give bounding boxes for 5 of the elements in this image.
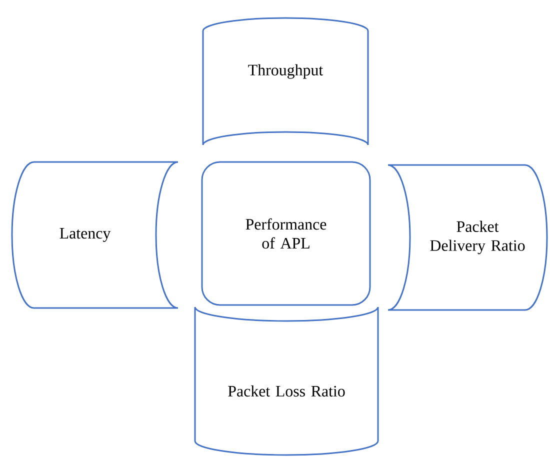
cylinder: Latency [11, 161, 179, 309]
cylinder: Packet Delivery Ratio [387, 164, 548, 311]
cylinder: Packet Loss Ratio [194, 306, 379, 456]
cylinder: Throughput [202, 17, 369, 146]
rounded-box: Performance of APL [201, 161, 371, 306]
